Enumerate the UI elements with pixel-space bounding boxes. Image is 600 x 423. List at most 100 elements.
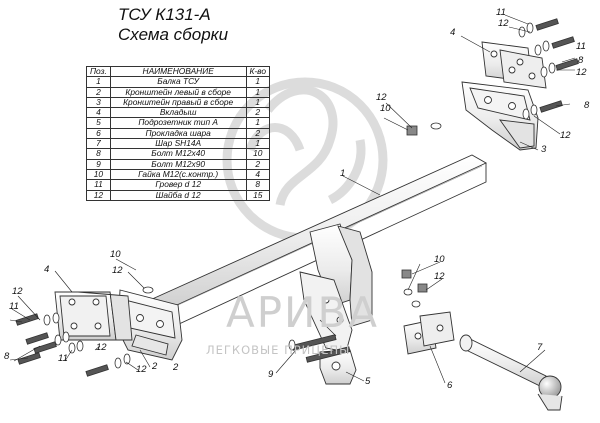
callout-label: 8 <box>584 100 590 111</box>
callout-label: 12 <box>12 286 23 297</box>
row-position: 3 <box>86 96 111 109</box>
row-qty: 1 <box>245 117 270 129</box>
callout-label: 10 <box>110 249 121 260</box>
row-qty: 8 <box>245 179 270 191</box>
callout-label: 12 <box>576 67 587 78</box>
row-name: Подрозетник тип А <box>109 117 247 129</box>
watermark-brand: АРИВА <box>226 288 380 337</box>
callout-label: 10 <box>380 103 391 114</box>
row-qty: 1 <box>245 86 270 98</box>
tow-ball <box>459 334 563 411</box>
row-name: Шайба d 12 <box>109 189 247 201</box>
left-insert-plates <box>54 291 133 341</box>
diagram-title: ТСУ К131-А <box>118 5 211 24</box>
row-name: Прокладка шара <box>109 127 247 140</box>
long-bolts <box>288 334 351 363</box>
row-qty: 1 <box>245 96 270 109</box>
left-bolts <box>15 286 154 377</box>
header-position: Поз. <box>86 65 111 78</box>
row-qty: 2 <box>245 107 270 119</box>
watermark-subtitle: ЛЕГКОВЫЕ ПРИЦЕПЫ <box>206 343 351 357</box>
callout-label: 4 <box>450 27 456 38</box>
row-position: 1 <box>86 76 111 88</box>
callout-label: 8 <box>4 351 10 362</box>
row-qty: 10 <box>245 148 270 160</box>
row-name: Шар SH14A <box>109 138 247 150</box>
callout-label: 11 <box>9 301 19 312</box>
row-position: 6 <box>86 127 111 140</box>
socket-plate <box>319 349 357 385</box>
callout-label: 1 <box>340 168 346 179</box>
callout-label: 6 <box>447 380 453 391</box>
callout-label: 5 <box>365 376 371 387</box>
row-position: 5 <box>86 117 111 129</box>
row-qty: 2 <box>245 127 270 140</box>
callout-label: 11 <box>576 41 586 52</box>
right-insert-plates <box>481 41 547 89</box>
header-qty: К-во <box>245 65 270 78</box>
callout-label: 8 <box>578 55 584 66</box>
right-bracket <box>461 81 539 151</box>
row-position: 12 <box>86 189 111 201</box>
row-name: Вкладыш <box>109 107 247 119</box>
row-name: Кронштейн правый в сборе <box>109 96 247 109</box>
callout-label: 7 <box>537 342 543 353</box>
row-name: Болт М12х40 <box>109 148 247 160</box>
callout-label: 12 <box>560 130 571 141</box>
row-qty: 4 <box>245 168 270 181</box>
row-qty: 15 <box>245 189 270 201</box>
callout-label: 12 <box>434 271 445 282</box>
row-name: Болт М12х90 <box>109 158 247 170</box>
row-qty: 1 <box>245 138 270 150</box>
parts-table-header: Поз. НАИМЕНОВАНИЕ К-во <box>86 65 270 78</box>
row-qty: 1 <box>245 76 270 88</box>
row-position: 9 <box>86 158 111 170</box>
right-bolts <box>406 18 579 136</box>
row-name: Гровер d 12 <box>109 179 247 191</box>
callout-label: 4 <box>44 264 50 275</box>
callout-label: 12 <box>376 92 387 103</box>
row-position: 8 <box>86 148 111 160</box>
ball-mount-flanges <box>299 223 373 353</box>
callout-label: 12 <box>96 342 107 353</box>
callout-label: 10 <box>434 254 445 265</box>
nuts-washers <box>401 269 428 308</box>
leader-lines <box>9 14 576 384</box>
callout-label: 12 <box>112 265 123 276</box>
callout-label: 2 <box>173 362 179 373</box>
row-position: 10 <box>86 168 111 181</box>
row-position: 11 <box>86 179 111 191</box>
row-qty: 2 <box>245 158 270 170</box>
row-name: Гайка М12(с.контр.) <box>109 168 247 181</box>
ball-spacers <box>403 311 455 355</box>
row-position: 7 <box>86 138 111 150</box>
row-position: 2 <box>86 86 111 98</box>
row-name: Балка ТСУ <box>109 76 247 88</box>
callout-label: 2 <box>152 361 158 372</box>
callout-label: 12 <box>136 364 147 375</box>
callout-label: 9 <box>268 369 274 380</box>
row-position: 4 <box>86 107 111 119</box>
callout-label: 11 <box>496 7 506 18</box>
diagram-subtitle: Схема сборки <box>118 25 229 44</box>
header-name: НАИМЕНОВАНИЕ <box>109 65 247 78</box>
callout-label: 3 <box>541 144 547 155</box>
callout-label: 12 <box>498 18 509 29</box>
row-name: Кронштейн левый в сборе <box>109 86 247 98</box>
callout-label: 11 <box>58 353 68 364</box>
